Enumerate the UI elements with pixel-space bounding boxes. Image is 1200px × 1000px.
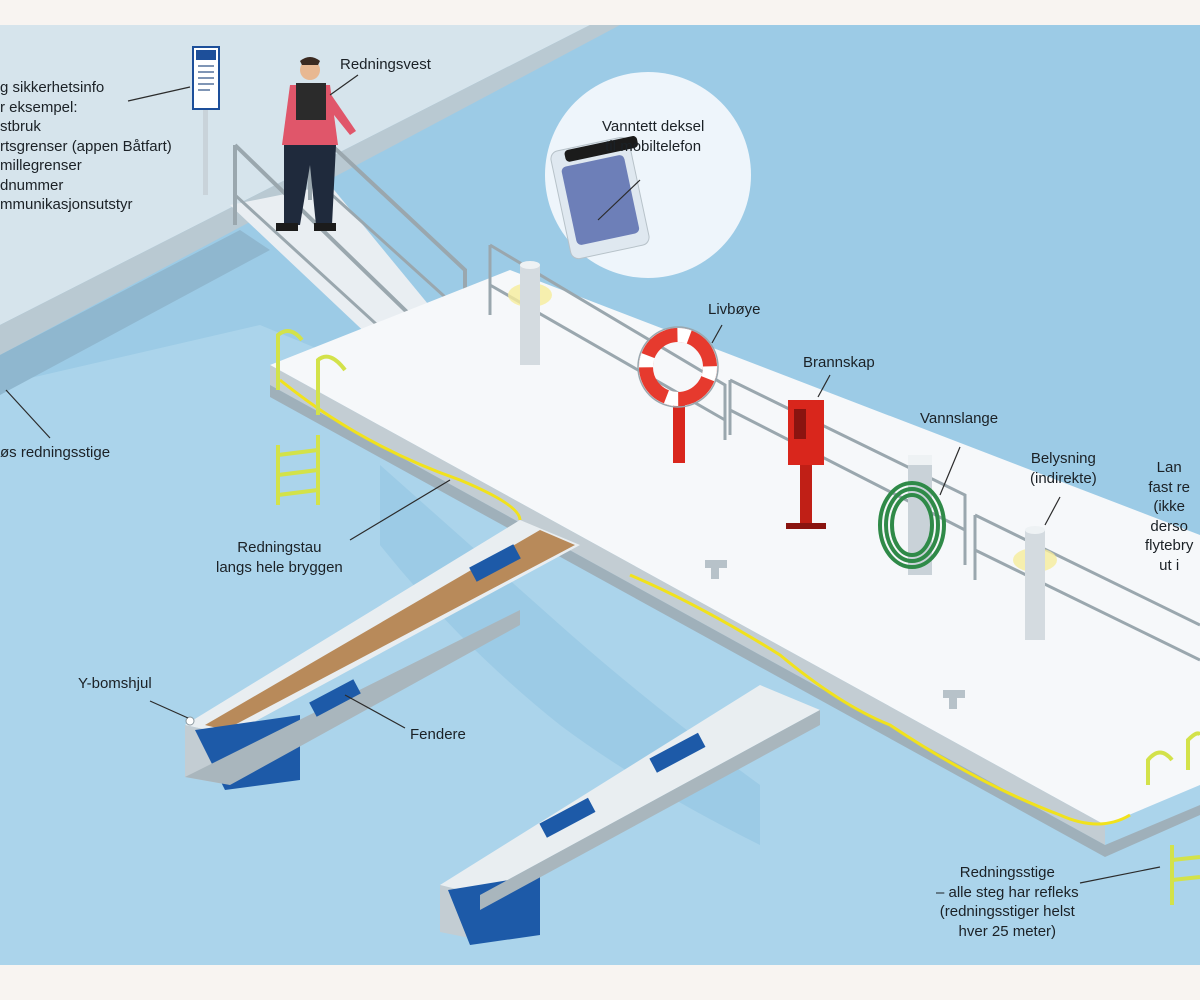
person-icon [276,57,356,231]
life-buoy-label: Livbøye [708,301,761,318]
rescue-ladder-leader [1079,866,1161,884]
safety-info-label: g sikkerhetsinfo r eksempel: stbruk rtsg… [0,78,172,215]
lighting-line: (indirekte) [1030,469,1097,487]
land-side-line: ut i [1159,556,1180,574]
fire-cabinet-icon [786,400,826,529]
rope-leader [349,479,451,541]
safety-sign-icon [192,46,220,195]
ladder-icon [276,329,347,505]
rescue-ladder-icon [1146,731,1200,905]
light-post-icon [508,261,552,365]
land-side-label: Lan fast re (ikke derso flytebry ut i [1145,458,1193,575]
main-dock [270,270,1200,857]
safety-info-line: rtsgrenser (appen Båtfart) [0,137,172,155]
safety-info-line: stbruk [0,118,41,135]
dock-safety-illustration: g sikkerhetsinfo r eksempel: stbruk rtsg… [0,25,1200,965]
rescue-ladder-line: hver 25 meter) [958,922,1057,940]
y-boom-wheel-label: Y-bomshjul [78,675,152,692]
life-buoy-leader [711,324,723,344]
rescue-ladder-line: Redningsstige [959,864,1055,881]
land-side-line: (ikke [1153,498,1186,515]
y-boom-finger-right [440,685,820,945]
rescue-rope-line: langs hele bryggen [216,558,343,576]
rescue-rope-label: Redningstau langs hele bryggen [216,538,343,577]
y-boom-leader [149,700,189,719]
hose-icon [878,455,946,575]
life-buoy-icon [637,326,719,463]
safety-info-line: mmunikasjonsutstyr [0,196,133,213]
rescue-rope-line: Redningstau [237,539,322,556]
lighting-line: Belysning [1030,450,1096,467]
light-post-icon [1013,526,1057,640]
land-side-line: flytebry [1145,537,1194,554]
phone-cover-line: Vanntett deksel [602,118,705,135]
fenders-label: Fendere [410,726,466,743]
life-vest-leader [329,74,359,96]
phone-cover-label: Vanntett deksel til mobiltelefon [602,117,704,156]
rescue-ladder-label: Redningsstige – alle steg har refleks (r… [936,863,1079,941]
phone-icon [545,72,751,278]
safety-info-line: g sikkerhetsinfo [0,79,105,96]
fire-cabinet-label: Brannskap [803,354,875,371]
phone-leader [597,179,641,221]
loose-ladder-label: øs redningsstige [0,444,111,461]
rescue-ladder-line: (redningsstiger helst [939,903,1075,920]
water-hose-label: Vannslange [920,410,999,427]
quay-face [0,230,270,395]
safety-info-line: r eksempel: [0,98,78,116]
rescue-ladder-line: – alle steg har refleks [936,883,1079,901]
rescue-rope [279,378,1131,826]
lighting-leader [1044,496,1061,526]
fire-cabinet-leader [817,374,831,398]
fender-leader [344,694,406,729]
y-boom-wheel-icon [185,716,195,726]
cleat-icon [705,560,965,709]
lighting-label: Belysning (indirekte) [1030,449,1097,488]
land-side-line: Lan [1156,459,1182,476]
land-side-line: fast re [1148,478,1191,496]
safety-info-line: dnummer [0,176,64,194]
land-side-line: derso [1150,517,1188,535]
life-vest-label: Redningsvest [340,56,431,73]
y-boom-finger-left [185,520,580,790]
sign-leader [127,86,191,102]
safety-info-line: millegrenser [0,157,82,174]
hose-leader [939,446,961,496]
dock-scene [0,25,1200,965]
phone-cover-line: til mobiltelefon [605,137,702,155]
loose-ladder-leader [5,389,51,439]
